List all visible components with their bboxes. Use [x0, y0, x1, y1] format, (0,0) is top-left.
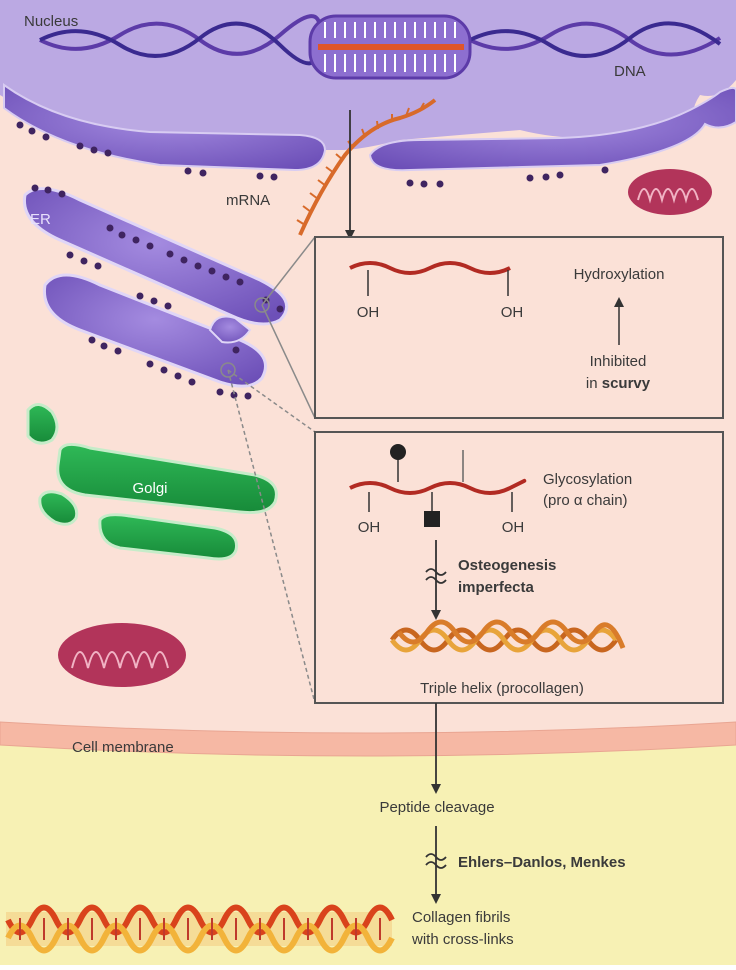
oh-label-left: OH: [357, 304, 380, 321]
dna-label: DNA: [614, 63, 646, 80]
collagen-fibrils-label: Collagen fibrils: [412, 909, 510, 926]
oh-label-left: OH: [358, 519, 381, 536]
oh-label-right: OH: [502, 519, 525, 536]
hydroxylation-box: OH OH Hydroxylation Inhibited in scurvy: [314, 236, 724, 419]
inhibited-label: Inhibited: [590, 353, 647, 370]
hydroxylation-label: Hydroxylation: [574, 266, 665, 283]
collagen-chain-glycosylated: [349, 478, 527, 495]
mitochondrion-bottom: [58, 623, 186, 687]
nuclear-envelope-left: [3, 83, 327, 172]
cell-membrane-label: Cell membrane: [72, 739, 174, 756]
collagen-chain-hydroxylated: [349, 261, 511, 275]
oh-label-right: OH: [501, 304, 524, 321]
triple-helix-label: Triple helix (procollagen): [420, 680, 584, 697]
mrna-strand: [296, 98, 437, 236]
nucleus-label: Nucleus: [24, 13, 78, 30]
zoom-connector-lines: [227, 236, 316, 704]
transcription-arrow: [345, 110, 355, 240]
golgi-apparatus: [26, 403, 278, 561]
cleavage-arrow: [431, 826, 441, 904]
er-label: ER: [30, 211, 51, 228]
dna-helix: [39, 14, 722, 66]
procollagen-triple-helix: [389, 619, 626, 653]
blocked-step-icon: [425, 853, 447, 869]
mitochondrion-top: [628, 169, 712, 215]
peptide-cleavage-label: Peptide cleavage: [379, 799, 494, 816]
mrna-label: mRNA: [226, 192, 270, 209]
osteogenesis-label: Osteogenesis: [458, 557, 556, 574]
down-arrow-icon: [431, 610, 441, 620]
sugar-circle-icon: [390, 444, 406, 460]
pro-alpha-chain-label: (pro α chain): [543, 492, 628, 509]
collagen-fibril: [5, 904, 395, 954]
ehlers-danlos-menkes-label: Ehlers–Danlos, Menkes: [458, 854, 626, 871]
endoplasmic-reticulum: [22, 184, 289, 400]
cross-links-label: with cross-links: [411, 931, 514, 948]
cell-membrane: [0, 721, 736, 757]
glycosylation-box: OH OH Glycosylation (pro α chain) Osteog…: [314, 431, 724, 704]
nuclear-envelope-right: [368, 86, 736, 172]
blocked-step-icon: [425, 568, 447, 584]
glycosylation-label: Glycosylation: [543, 471, 632, 488]
up-arrow-icon: [614, 297, 624, 307]
sugar-square-icon: [424, 511, 440, 527]
inhibited-in-scurvy: in scurvy: [586, 375, 651, 392]
imperfecta-label: imperfecta: [458, 579, 535, 596]
er-zoom-point-1: [254, 297, 270, 313]
secretion-arrow: [431, 703, 441, 794]
er-zoom-point-2: [220, 362, 236, 378]
dna-replication-bubble: [308, 14, 472, 80]
nuclear-ribosomes: [16, 121, 609, 188]
golgi-label: Golgi: [132, 480, 167, 497]
